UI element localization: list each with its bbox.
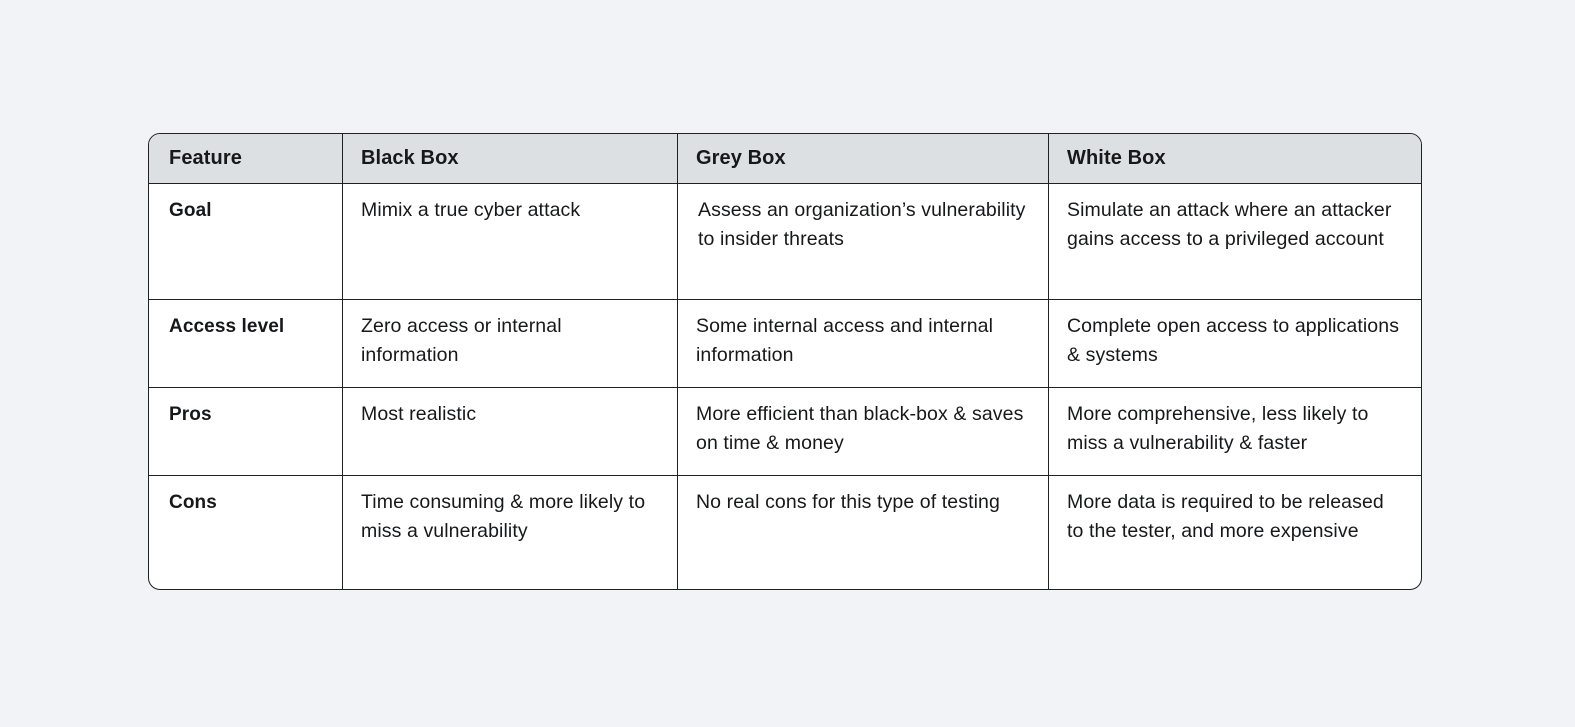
- header-white-box: White Box: [1049, 134, 1421, 184]
- cell-goal-black-box: Mimix a true cyber attack: [343, 184, 678, 300]
- cell-access-grey-box: Some internal access and internal inform…: [678, 300, 1049, 388]
- cell-goal-white-box: Simulate an attack where an attacker gai…: [1049, 184, 1421, 300]
- cell-pros-white-box: More comprehensive, less likely to miss …: [1049, 388, 1421, 476]
- header-grey-box: Grey Box: [678, 134, 1049, 184]
- row-label-access-level: Access level: [149, 300, 343, 388]
- table-row-pros: Pros Most realistic More efficient than …: [149, 388, 1421, 476]
- table-row-cons: Cons Time consuming & more likely to mis…: [149, 476, 1421, 589]
- table-row-access-level: Access level Zero access or internal inf…: [149, 300, 1421, 388]
- cell-pros-grey-box: More efficient than black-box & saves on…: [678, 388, 1049, 476]
- row-label-pros: Pros: [149, 388, 343, 476]
- pentest-comparison-table: Feature Black Box Grey Box White Box Goa…: [148, 133, 1422, 590]
- cell-goal-grey-box: Assess an organization’s vulnerability t…: [678, 184, 1049, 300]
- cell-cons-white-box: More data is required to be released to …: [1067, 491, 1384, 542]
- row-label-cons: Cons: [149, 476, 343, 589]
- row-label-goal: Goal: [149, 184, 343, 300]
- cell-access-white-box: Complete open access to applications & s…: [1049, 300, 1421, 388]
- cell-cons-grey-box: No real cons for this type of testing: [678, 476, 1049, 589]
- table-header-row: Feature Black Box Grey Box White Box: [149, 134, 1421, 184]
- header-feature: Feature: [149, 134, 343, 184]
- cell-access-black-box: Zero access or internal information: [343, 300, 678, 388]
- table-row-goal: Goal Mimix a true cyber attack Assess an…: [149, 184, 1421, 300]
- header-black-box: Black Box: [343, 134, 678, 184]
- cell-pros-black-box: Most realistic: [343, 388, 678, 476]
- cell-cons-black-box: Time consuming & more likely to miss a v…: [343, 476, 678, 589]
